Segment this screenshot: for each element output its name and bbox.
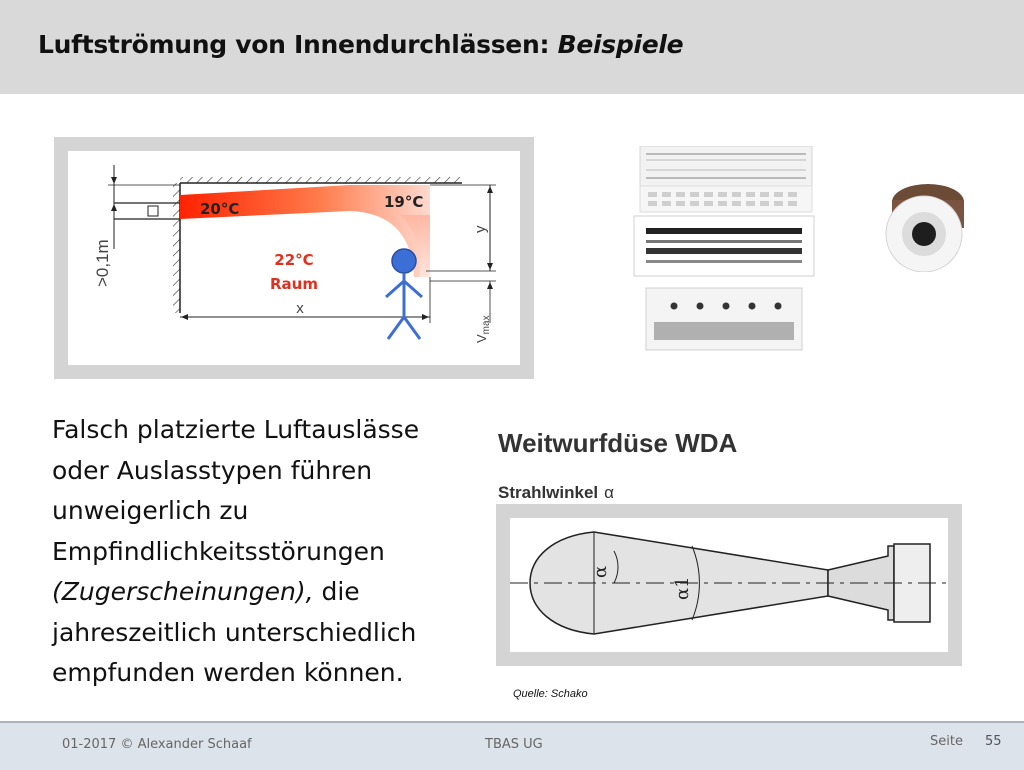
label-vmax-sub: max bbox=[481, 315, 492, 334]
title-bar: Luftströmung von Innendurchlässen: Beisp… bbox=[0, 0, 1024, 94]
room-airflow-diagram: >0,1m y Vmax x 20°C 19°C 22°C Raum bbox=[54, 137, 534, 379]
label-alpha1: α1 bbox=[672, 576, 693, 600]
diagram2-subtitle-text: Strahlwinkel bbox=[498, 483, 598, 502]
label-room: Raum bbox=[270, 275, 318, 293]
body-text-part1: Falsch platzierte Luftauslässe oder Ausl… bbox=[52, 415, 420, 566]
person-arm-right bbox=[403, 279, 423, 299]
footer-page-number: 55 bbox=[985, 734, 1002, 749]
person-leg-left bbox=[386, 316, 406, 340]
jet-cone bbox=[529, 531, 829, 635]
footer-company: TBAS UG bbox=[485, 737, 543, 752]
height-arrow-bottom bbox=[111, 204, 117, 211]
airflow-drop bbox=[400, 215, 430, 277]
label-room-temp: 22°C bbox=[274, 251, 313, 269]
grille-louvre-blades bbox=[646, 228, 802, 263]
outlet-grilles-photo bbox=[633, 146, 815, 351]
alpha-arc bbox=[613, 550, 619, 584]
airflow-jet bbox=[180, 185, 430, 277]
label-supply-temp: 20°C bbox=[200, 200, 239, 218]
grille-nozzle-holes bbox=[670, 302, 782, 310]
slide-title-italic: Beispiele bbox=[557, 30, 684, 59]
grille-louvre bbox=[633, 215, 815, 277]
nozzle-opening-icon bbox=[912, 222, 936, 246]
wall-hatch bbox=[173, 183, 180, 313]
body-text-part2: die jahreszeitlich unterschiedlich empfu… bbox=[52, 577, 417, 687]
person-head-icon bbox=[391, 248, 417, 274]
label-alpha: α bbox=[590, 566, 611, 578]
ceiling-hatch bbox=[180, 177, 462, 183]
grille-perforation-dots bbox=[648, 192, 797, 206]
body-text-italic: (Zugerscheinungen), bbox=[52, 577, 314, 606]
diagram2-subtitle-symbol: α bbox=[604, 483, 614, 502]
person-arm-left bbox=[385, 279, 405, 299]
person-leg-right bbox=[402, 316, 422, 340]
grille-slot-linear bbox=[639, 146, 813, 187]
diagram-canvas bbox=[68, 151, 520, 365]
x-arrow-left bbox=[181, 314, 188, 320]
outlet-nozzle-icon bbox=[147, 205, 159, 217]
diagram2-subtitle: Strahlwinkel α bbox=[498, 483, 614, 502]
label-y: y bbox=[472, 225, 489, 233]
footer-page-label: Seite bbox=[930, 734, 963, 749]
footer-copyright: 01-2017 © Alexander Schaaf bbox=[62, 737, 252, 752]
image-source: Quelle: Schako bbox=[513, 688, 588, 700]
y-arrow-bottom bbox=[487, 263, 493, 270]
round-nozzle-photo bbox=[885, 184, 964, 272]
footer: 01-2017 © Alexander Schaaf TBAS UG Seite… bbox=[0, 721, 1024, 770]
slide-title-main: Luftströmung von Innendurchlässen: bbox=[38, 30, 558, 59]
label-vmax-main: V bbox=[474, 334, 489, 343]
alpha1-arc bbox=[691, 545, 700, 621]
grille-nozzle-panel bbox=[645, 287, 803, 351]
grille-perforated-strip bbox=[639, 185, 813, 213]
height-arrow-top bbox=[111, 177, 117, 184]
grille-mesh bbox=[654, 322, 794, 340]
body-text: Falsch platzierte Luftauslässe oder Ausl… bbox=[52, 410, 472, 694]
x-arrow-right bbox=[422, 314, 429, 320]
label-vmax: Vmax bbox=[474, 315, 492, 343]
y-arrow-top bbox=[487, 186, 493, 193]
diagram2-title: Weitwurfdüse WDA bbox=[498, 428, 738, 458]
label-jet-end-temp: 19°C bbox=[384, 193, 423, 211]
vmax-arrow bbox=[487, 282, 493, 289]
slide-title: Luftströmung von Innendurchlässen: Beisp… bbox=[38, 30, 684, 59]
label-x: x bbox=[296, 300, 304, 317]
label-min-height: >0,1m bbox=[93, 239, 112, 287]
grille-slot-lines bbox=[646, 153, 806, 179]
weitwurfduese-diagram: Weitwurfdüse WDA Strahlwinkel α α α1 bbox=[496, 428, 962, 666]
person-figure bbox=[385, 248, 423, 340]
